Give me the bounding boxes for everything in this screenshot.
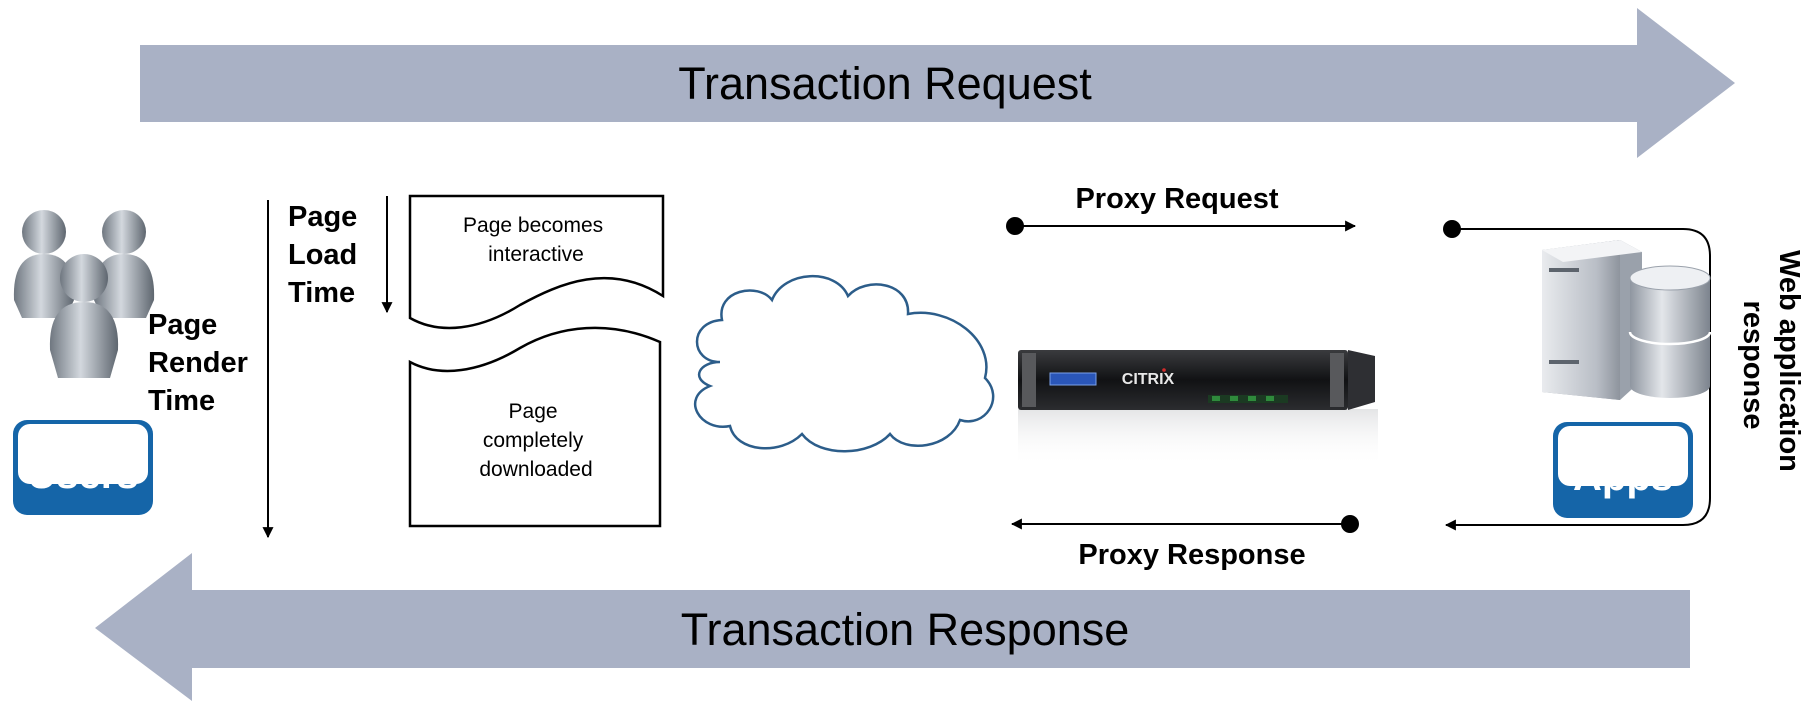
proxy-response-arrow: Proxy Response	[1010, 515, 1359, 571]
web-app-response-line-2: response	[1737, 301, 1769, 430]
transaction-response-arrow: Transaction Response	[95, 553, 1690, 701]
page-interactive-text: Page becomes interactive	[463, 214, 609, 266]
transaction-response-label: Transaction Response	[681, 604, 1130, 655]
proxy-response-label: Proxy Response	[1078, 539, 1305, 571]
proxy-request-arrow: Proxy Request	[1006, 183, 1357, 235]
interactive-line-2: interactive	[488, 243, 584, 266]
cloud-icon	[693, 274, 995, 453]
load-time-line-1: Page	[288, 201, 357, 233]
downloaded-line-2: completely	[483, 429, 584, 452]
apps-badge-text: Apps	[1573, 455, 1673, 499]
users-badge: Users	[13, 420, 153, 515]
transaction-request-arrow: Transaction Request	[140, 8, 1735, 158]
web-app-response-line-1: Web application	[1773, 250, 1805, 472]
proxy-request-label: Proxy Request	[1075, 183, 1278, 215]
database-cylinder	[1628, 265, 1712, 398]
page-load-time-label: Page Load Time	[288, 201, 365, 309]
render-time-line-1: Page	[148, 309, 217, 341]
page-downloaded-text: Page completely downloaded	[479, 400, 592, 481]
page-interactive-box: Page becomes interactive	[408, 194, 665, 330]
render-time-line-3: Time	[148, 385, 215, 417]
load-time-line-2: Load	[288, 239, 357, 271]
render-time-line-2: Render	[148, 347, 248, 379]
svg-text:Web application response: Web application response	[1737, 250, 1805, 480]
users-badge-text: Users	[27, 453, 138, 497]
person-right	[93, 210, 155, 318]
users-icon	[13, 210, 155, 378]
appliance-brand: CITRIX	[1122, 371, 1175, 388]
person-left	[13, 210, 75, 318]
person-front	[49, 254, 119, 378]
appliance-reflection	[1018, 409, 1378, 467]
page-render-time-label: Page Render Time	[148, 309, 256, 417]
appliance-icon: CITRIX	[1018, 350, 1378, 467]
page-downloaded-box: Page completely downloaded	[408, 326, 662, 528]
load-time-line-3: Time	[288, 277, 355, 309]
interactive-line-1: Page becomes	[463, 214, 603, 237]
web-app-response-label: Web application response	[1737, 250, 1805, 480]
downloaded-line-1: Page	[509, 400, 558, 423]
downloaded-line-3: downloaded	[479, 458, 592, 481]
transaction-request-label: Transaction Request	[678, 58, 1092, 109]
server-database-icon	[1542, 240, 1712, 400]
apps-badge: Apps	[1553, 422, 1693, 518]
